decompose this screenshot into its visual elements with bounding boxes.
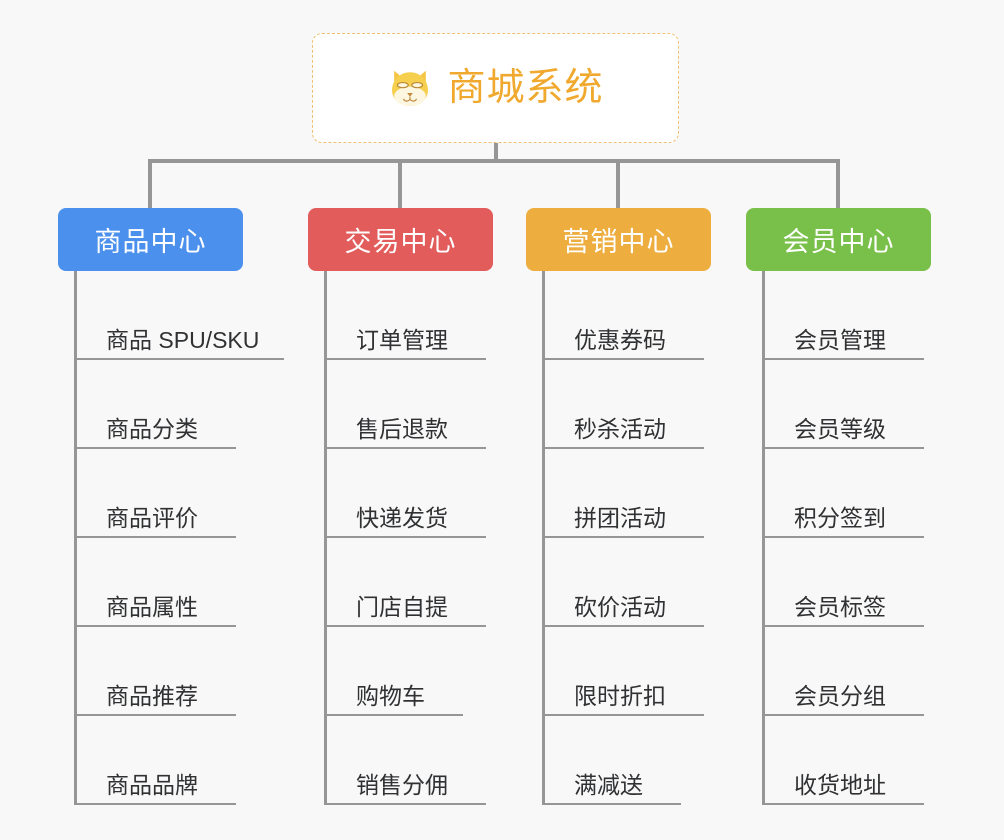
leaf-item[interactable]: 会员管理: [765, 271, 931, 360]
leaf-item-label: 会员管理: [794, 327, 886, 353]
branch-header-label: 营销中心: [562, 227, 675, 257]
leaf-item[interactable]: 快递发货: [327, 449, 493, 538]
leaf-underline: [77, 536, 236, 538]
leaf-item-label: 满减送: [574, 772, 643, 798]
leaf-item[interactable]: 会员标签: [765, 538, 931, 627]
leaf-underline: [545, 358, 704, 360]
leaf-item-label: 快递发货: [356, 505, 448, 531]
branch-header-product-center[interactable]: 商品中心: [58, 208, 243, 271]
branch-item-list-marketing-center: 优惠券码秒杀活动拼团活动砍价活动限时折扣满减送: [542, 271, 711, 805]
leaf-item-label: 商品 SPU/SKU: [106, 327, 260, 353]
leaf-underline: [765, 803, 924, 805]
leaf-underline: [77, 625, 236, 627]
leaf-item[interactable]: 商品分类: [77, 360, 273, 449]
leaf-underline: [327, 803, 486, 805]
leaf-underline: [327, 447, 486, 449]
leaf-underline: [765, 447, 924, 449]
leaf-item[interactable]: 收货地址: [765, 716, 931, 805]
branch-header-member-center[interactable]: 会员中心: [746, 208, 931, 271]
connector-drop-member-center: [836, 159, 840, 209]
leaf-item-label: 限时折扣: [574, 683, 666, 709]
root-node[interactable]: 商城系统: [312, 33, 679, 143]
branch-header-trade-center[interactable]: 交易中心: [308, 208, 493, 271]
leaf-item-label: 秒杀活动: [574, 416, 666, 442]
leaf-item-label: 收货地址: [794, 772, 886, 798]
branch-product-center: 商品中心商品 SPU/SKU 商品分类商品评价商品属性商品推荐商品品牌: [58, 208, 284, 805]
leaf-underline: [327, 358, 486, 360]
leaf-underline: [77, 714, 236, 716]
branch-header-marketing-center[interactable]: 营销中心: [526, 208, 711, 271]
leaf-underline: [77, 447, 236, 449]
branch-header-label: 会员中心: [782, 227, 895, 257]
leaf-item-label: 优惠券码: [574, 327, 666, 353]
leaf-item[interactable]: 满减送: [545, 716, 711, 805]
leaf-underline: [545, 714, 704, 716]
leaf-item[interactable]: 商品属性: [77, 538, 273, 627]
leaf-underline: [327, 536, 486, 538]
leaf-item-label: 商品分类: [106, 416, 198, 442]
leaf-item-label: 会员标签: [794, 594, 886, 620]
leaf-underline: [545, 447, 704, 449]
leaf-item[interactable]: 拼团活动: [545, 449, 711, 538]
leaf-item[interactable]: 限时折扣: [545, 627, 711, 716]
leaf-item[interactable]: 积分签到: [765, 449, 931, 538]
leaf-item[interactable]: 商品评价: [77, 449, 273, 538]
connector-root-stem: [494, 143, 498, 162]
leaf-item[interactable]: 优惠券码: [545, 271, 711, 360]
leaf-item-label: 会员等级: [794, 416, 886, 442]
leaf-item-label: 销售分佣: [356, 772, 448, 798]
leaf-item-label: 购物车: [356, 683, 425, 709]
leaf-underline: [545, 536, 704, 538]
leaf-underline: [77, 803, 236, 805]
leaf-underline: [765, 625, 924, 627]
leaf-underline: [765, 714, 924, 716]
leaf-item-label: 商品属性: [106, 594, 198, 620]
leaf-underline: [765, 358, 924, 360]
connector-horizontal-bus: [151, 159, 837, 163]
leaf-item[interactable]: 门店自提: [327, 538, 493, 627]
leaf-underline: [545, 803, 681, 805]
leaf-item[interactable]: 秒杀活动: [545, 360, 711, 449]
leaf-item[interactable]: 会员分组: [765, 627, 931, 716]
leaf-item[interactable]: 会员等级: [765, 360, 931, 449]
leaf-item-label: 积分签到: [794, 505, 886, 531]
leaf-underline: [77, 358, 284, 360]
branch-header-label: 商品中心: [94, 227, 207, 257]
leaf-item-label: 拼团活动: [574, 505, 666, 531]
leaf-item-label: 商品评价: [106, 505, 198, 531]
leaf-item-label: 会员分组: [794, 683, 886, 709]
leaf-item[interactable]: 砍价活动: [545, 538, 711, 627]
branch-item-list-trade-center: 订单管理售后退款快递发货门店自提购物车销售分佣: [324, 271, 493, 805]
leaf-item-label: 商品推荐: [106, 683, 198, 709]
leaf-item-label: 订单管理: [356, 327, 448, 353]
leaf-item-label: 商品品牌: [106, 772, 198, 798]
branch-header-label: 交易中心: [344, 227, 457, 257]
leaf-item-label: 售后退款: [356, 416, 448, 442]
shiba-dog-icon: [392, 70, 429, 106]
connector-drop-trade-center: [398, 159, 402, 209]
leaf-underline: [545, 625, 704, 627]
connector-drop-product-center: [148, 159, 152, 209]
connector-drop-marketing-center: [616, 159, 620, 209]
leaf-item[interactable]: 订单管理: [327, 271, 493, 360]
leaf-item[interactable]: 销售分佣: [327, 716, 493, 805]
root-label: 商城系统: [447, 67, 604, 109]
leaf-underline: [327, 625, 486, 627]
leaf-underline: [765, 536, 924, 538]
leaf-item[interactable]: 商品 SPU/SKU: [77, 271, 284, 360]
leaf-item[interactable]: 商品推荐: [77, 627, 273, 716]
leaf-item[interactable]: 购物车: [327, 627, 493, 716]
leaf-underline: [327, 714, 463, 716]
branch-item-list-product-center: 商品 SPU/SKU 商品分类商品评价商品属性商品推荐商品品牌: [74, 271, 284, 805]
branch-marketing-center: 营销中心优惠券码秒杀活动拼团活动砍价活动限时折扣满减送: [526, 208, 711, 805]
leaf-item[interactable]: 商品品牌: [77, 716, 273, 805]
branch-item-list-member-center: 会员管理会员等级积分签到会员标签会员分组收货地址: [762, 271, 931, 805]
branch-member-center: 会员中心会员管理会员等级积分签到会员标签会员分组收货地址: [746, 208, 931, 805]
leaf-item-label: 砍价活动: [574, 594, 666, 620]
leaf-item-label: 门店自提: [356, 594, 448, 620]
leaf-item[interactable]: 售后退款: [327, 360, 493, 449]
branch-trade-center: 交易中心订单管理售后退款快递发货门店自提购物车销售分佣: [308, 208, 493, 805]
